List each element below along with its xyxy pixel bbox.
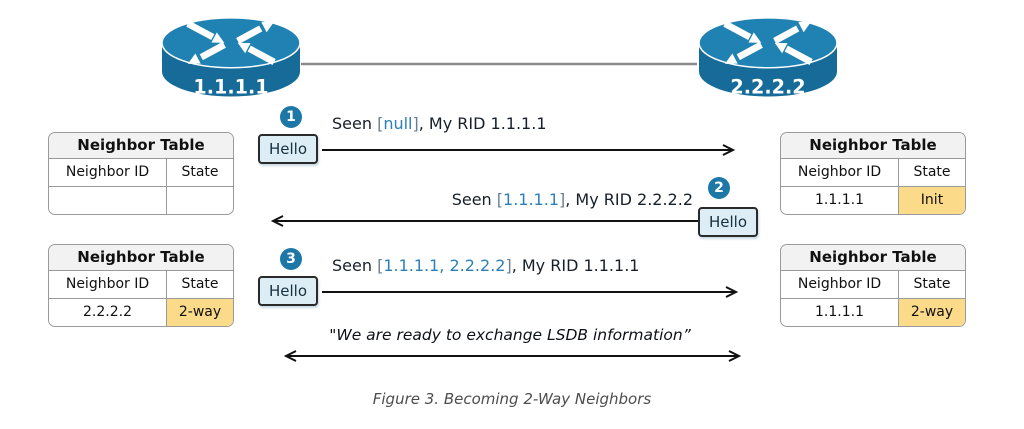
table-header-row: Neighbor ID State <box>49 159 233 186</box>
router-r1: 1.1.1.1 <box>158 16 304 108</box>
step-1-badge: 1 <box>280 106 302 128</box>
hello1-text: Seen [null], My RID 1.1.1.1 <box>332 114 547 133</box>
col-neighbor-id: Neighbor ID <box>781 159 899 186</box>
hello3-text: Seen [1.1.1.1, 2.2.2.2], My RID 1.1.1.1 <box>332 256 639 275</box>
my-rid: , My RID 1.1.1.1 <box>418 114 547 133</box>
seen-prefix: Seen <box>332 114 378 133</box>
close-bracket: ] <box>412 114 419 133</box>
hello2-text: Seen [1.1.1.1], My RID 2.2.2.2 <box>452 190 693 209</box>
router-icon: 2.2.2.2 <box>698 17 838 99</box>
router-r2-label: 2.2.2.2 <box>730 76 805 99</box>
table-row: 2.2.2.2 2-way <box>49 298 233 326</box>
lsdb-ready-quote: "We are ready to exchange LSDB informati… <box>329 326 691 344</box>
table-header-row: Neighbor ID State <box>49 271 233 298</box>
seen-list: null <box>383 114 413 133</box>
hello-packet-1: Hello <box>258 134 318 164</box>
col-neighbor-id: Neighbor ID <box>49 159 167 186</box>
cell-state <box>167 187 233 214</box>
table-title: Neighbor Table <box>781 133 965 159</box>
neighbor-table-r1-before: Neighbor Table Neighbor ID State <box>48 132 234 215</box>
close-bracket: ] <box>559 190 566 209</box>
hello-packet-3: Hello <box>258 276 318 306</box>
seen-list: 1.1.1.1 <box>503 190 559 209</box>
col-neighbor-id: Neighbor ID <box>49 271 167 298</box>
table-header-row: Neighbor ID State <box>781 159 965 186</box>
router-r1-label: 1.1.1.1 <box>193 76 268 99</box>
table-row <box>49 186 233 214</box>
cell-neighbor-id: 1.1.1.1 <box>781 187 899 214</box>
my-rid: , My RID 1.1.1.1 <box>511 256 640 275</box>
table-title: Neighbor Table <box>781 245 965 271</box>
open-bracket: [ <box>377 256 384 275</box>
neighbor-table-r2-2way: Neighbor Table Neighbor ID State 1.1.1.1… <box>780 244 966 327</box>
neighbor-table-r2-init: Neighbor Table Neighbor ID State 1.1.1.1… <box>780 132 966 215</box>
step-2-badge: 2 <box>708 177 730 199</box>
seen-prefix: Seen <box>451 190 497 209</box>
cell-neighbor-id: 2.2.2.2 <box>49 299 167 326</box>
table-header-row: Neighbor ID State <box>781 271 965 298</box>
seen-prefix: Seen <box>332 256 378 275</box>
col-state: State <box>913 164 951 180</box>
open-bracket: [ <box>496 190 504 209</box>
cell-neighbor-id <box>49 187 167 214</box>
table-title: Neighbor Table <box>49 245 233 271</box>
cell-state-highlighted: 2-way <box>899 299 965 326</box>
table-row: 1.1.1.1 2-way <box>781 298 965 326</box>
table-title: Neighbor Table <box>49 133 233 159</box>
col-state: State <box>181 164 219 180</box>
cell-neighbor-id: 1.1.1.1 <box>781 299 899 326</box>
seen-list: 1.1.1.1, 2.2.2.2 <box>383 256 506 275</box>
router-r2: 2.2.2.2 <box>695 16 841 108</box>
neighbor-table-r1-2way: Neighbor Table Neighbor ID State 2.2.2.2… <box>48 244 234 327</box>
close-bracket: ] <box>505 256 512 275</box>
table-row: 1.1.1.1 Init <box>781 186 965 214</box>
my-rid: , My RID 2.2.2.2 <box>565 190 693 209</box>
cell-state-highlighted: 2-way <box>167 299 233 326</box>
figure-caption: Figure 3. Becoming 2-Way Neighbors <box>372 390 652 408</box>
col-state: State <box>181 276 219 292</box>
hello-packet-2: Hello <box>698 207 758 237</box>
col-neighbor-id: Neighbor ID <box>781 271 899 298</box>
router-icon: 1.1.1.1 <box>161 17 301 99</box>
step-3-badge: 3 <box>280 248 302 270</box>
cell-state-highlighted: Init <box>899 187 965 214</box>
col-state: State <box>913 276 951 292</box>
open-bracket: [ <box>377 114 384 133</box>
